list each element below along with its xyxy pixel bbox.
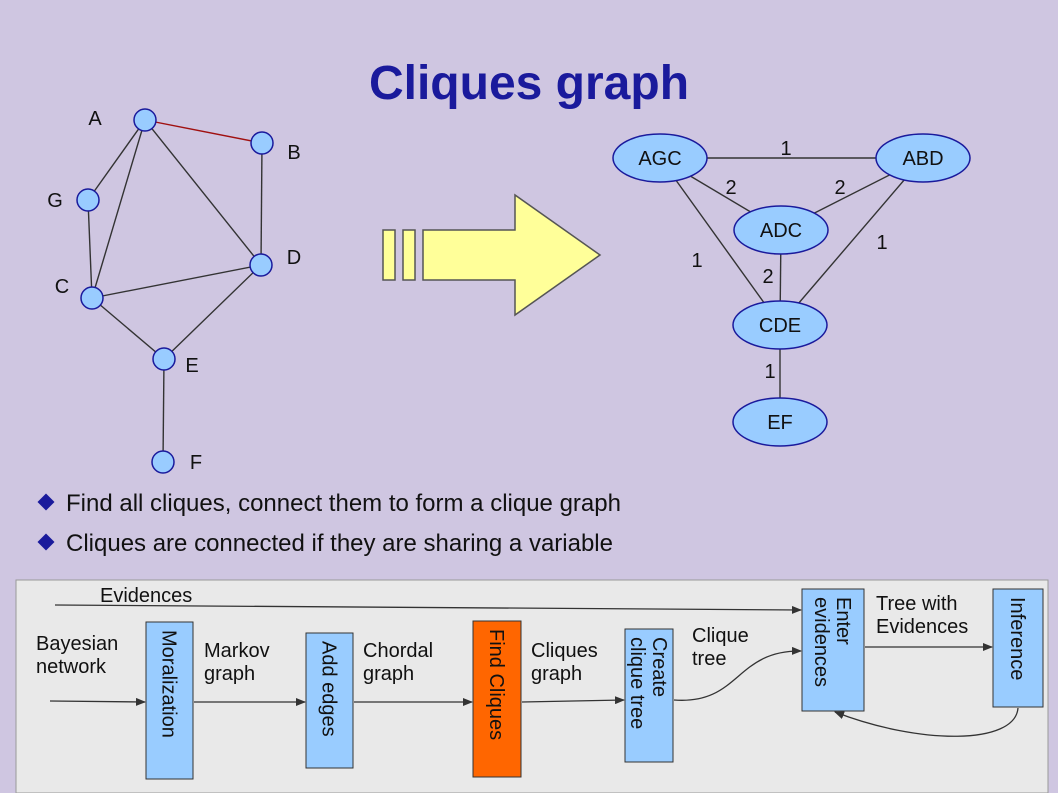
pipeline-panel: Moralization Add edges Find Cliques Createc…	[15, 579, 1049, 793]
pipeline-box-inference	[992, 588, 1044, 708]
pipeline-box-label: Enter	[832, 597, 854, 645]
pipeline-box-find-cliques	[472, 620, 522, 778]
connector-input	[49, 697, 146, 706]
pipeline-box-label: Moralization	[158, 630, 180, 738]
bayes-node-label: B	[287, 142, 300, 164]
bayes-node-label: A	[88, 108, 102, 130]
arrow-bar-2	[402, 229, 416, 281]
pipeline-box-label: evidences	[810, 597, 832, 687]
bayes-node-label: D	[287, 247, 301, 269]
connector-feedback	[834, 707, 1019, 737]
transform-arrow	[382, 193, 602, 317]
markov-graph-label: graph	[204, 663, 255, 685]
bayes-edges	[87, 119, 263, 463]
chordal-graph-label: Chordal	[363, 640, 433, 662]
clique-edge-weight: 2	[725, 177, 736, 199]
bayes-edge-c-d	[91, 264, 262, 299]
diamond-bullet-icon	[37, 533, 55, 551]
clique-edge-abd-cde	[779, 157, 924, 326]
pipeline-box-moralization	[145, 621, 194, 780]
clique-node-label: ADC	[760, 220, 802, 242]
bayes-node-d	[249, 253, 273, 277]
bayes-node-label: G	[47, 190, 63, 212]
page-title: Cliques graph	[368, 57, 690, 110]
connector-evidences	[54, 604, 802, 614]
pipeline-labels: EvidencesBayesiannetworkMarkovgraphChord…	[36, 585, 968, 685]
clique-node-label: CDE	[759, 315, 801, 337]
bayes-node-g	[76, 188, 100, 212]
bayes-node-label: F	[190, 452, 202, 474]
clique-node-ef	[732, 397, 828, 447]
bayes-edge-e-f	[162, 358, 165, 463]
cliques-graph-label: graph	[531, 663, 582, 685]
evidences-label: Evidences	[100, 585, 192, 607]
cliques-graph-label: Cliques	[531, 640, 598, 662]
clique-edge-agc-cde	[659, 157, 781, 326]
clique-edge-weight: 1	[691, 250, 702, 272]
bayes-node-label: C	[55, 276, 69, 298]
bayes-node-label: E	[185, 355, 198, 377]
tree-with-evidences-label: Evidences	[876, 616, 968, 638]
pipeline-box-enter-evidences	[801, 588, 865, 712]
clique-edge-weight: 2	[834, 177, 845, 199]
bullet-item: Find all cliques, connect them to form a…	[37, 484, 621, 524]
bullet-list: Find all cliques, connect them to form a…	[37, 484, 621, 564]
bayes-edge-g-c	[87, 199, 93, 299]
clique-edges: 1 2 2 1 1 2 1	[659, 138, 924, 422]
bullet-item: Cliques are connected if they are sharin…	[37, 524, 621, 564]
clique-edge-weight: 2	[762, 266, 773, 288]
bullet-text: Find all cliques, connect them to form a…	[66, 490, 621, 517]
bayesian-network-label: Bayesian	[36, 633, 118, 655]
bayes-edge-a-g	[87, 119, 146, 201]
bayesian-network-label: network	[36, 656, 107, 678]
clique-edge-weight: 1	[780, 138, 791, 160]
pipeline-box-label: Inference	[1006, 597, 1028, 680]
bayes-edge-c-e	[91, 297, 165, 360]
clique-node-label: ABD	[902, 148, 943, 170]
diamond-bullet-icon	[37, 493, 55, 511]
pipeline-box-create-clique-tree	[624, 628, 674, 763]
bayes-edge-a-c	[91, 119, 146, 299]
bayes-node-b	[250, 131, 274, 155]
chordal-graph-label: graph	[363, 663, 414, 685]
clique-tree-label: Clique	[692, 625, 749, 647]
clique-node-cde	[732, 300, 828, 350]
clique-node-agc	[612, 133, 708, 183]
clique-node-adc	[733, 205, 829, 255]
pipeline-box-add-edges	[305, 632, 354, 769]
clique-node-label: EF	[767, 412, 793, 434]
bayes-nodes: A B G D C E F	[47, 108, 301, 474]
bayes-edge-a-d	[144, 119, 262, 266]
bayes-node-e	[152, 347, 176, 371]
markov-graph-label: Markov	[204, 640, 270, 662]
bayes-node-c	[80, 286, 104, 310]
pipeline-box-label: clique tree	[626, 637, 648, 729]
clique-node-abd	[875, 133, 971, 183]
arrow-bar-1	[382, 229, 396, 281]
connector-cliques	[521, 696, 625, 705]
clique-tree-label: tree	[692, 648, 726, 670]
bayes-edge-a-b	[144, 119, 263, 144]
pipeline-box-label: Find Cliques	[485, 629, 507, 740]
clique-node-label: AGC	[638, 148, 681, 170]
pipeline-box-label: Add edges	[318, 641, 340, 737]
pipeline-boxes: Moralization Add edges Find Cliques Createc…	[145, 588, 1044, 780]
connector-clique-tree	[673, 646, 802, 701]
bayes-node-a	[133, 108, 157, 132]
clique-edge-weight: 1	[876, 232, 887, 254]
bayes-edge-d-e	[163, 264, 262, 360]
clique-nodes: AGC ABD ADC CDE EF	[612, 133, 971, 447]
arrow-head	[422, 193, 602, 317]
bayes-node-f	[151, 450, 175, 474]
pipeline-connectors	[49, 604, 1019, 737]
pipeline-box-label: Create	[648, 637, 670, 697]
tree-with-evidences-label: Tree with	[876, 593, 958, 615]
bullet-text: Cliques are connected if they are sharin…	[66, 530, 613, 557]
bayes-edge-b-d	[260, 142, 263, 266]
clique-edge-weight: 1	[764, 361, 775, 383]
